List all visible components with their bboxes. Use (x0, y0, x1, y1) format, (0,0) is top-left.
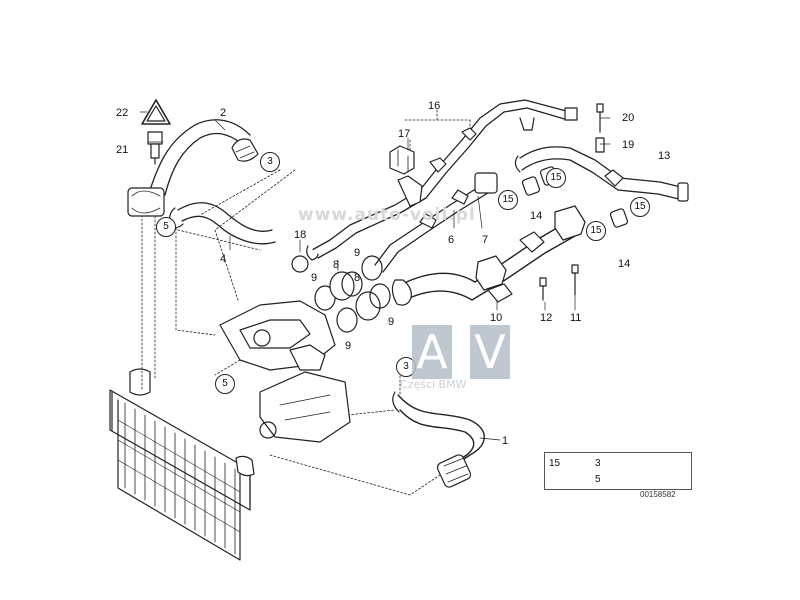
callout-5-upper: 5 (156, 217, 176, 237)
hose-4 (169, 202, 276, 245)
callout-15-b: 15 (546, 168, 566, 188)
part-label-14-a: 14 (530, 210, 543, 222)
part-label-14-b: 14 (618, 258, 631, 270)
part-label-21: 21 (116, 144, 129, 156)
clamp-legend: 15 3 5 (544, 452, 692, 490)
bolt-12 (539, 277, 547, 301)
pipe-6-7 (374, 172, 498, 273)
bolt-11 (571, 264, 579, 296)
seal-8-b (355, 291, 381, 321)
part-label-22: 22 (116, 107, 129, 119)
clip-17 (389, 145, 415, 175)
part-label-9-a: 9 (354, 247, 361, 259)
pipe-10 (391, 205, 586, 306)
part-label-9-b: 9 (311, 272, 318, 284)
seal-9-d (361, 255, 383, 281)
legend-label-3: 3 (595, 458, 601, 469)
sensor-part (141, 99, 171, 165)
part-label-7: 7 (482, 234, 489, 246)
legend-label-5: 5 (595, 474, 601, 485)
part-label-1: 1 (502, 435, 509, 447)
part-label-9-c: 9 (388, 316, 395, 328)
part-label-17: 17 (398, 128, 411, 140)
brand-watermark: Części BMW (400, 378, 467, 391)
seal-8-a-end (341, 271, 363, 297)
part-label-10: 10 (490, 312, 503, 324)
website-watermark: www.auto-voil.pl (298, 205, 476, 225)
seal-9-b (336, 307, 358, 333)
part-label-13: 13 (658, 150, 671, 162)
hose-15-a (521, 176, 541, 196)
diagram-id: 00158582 (640, 490, 676, 499)
seal-18 (291, 255, 309, 273)
water-pump (219, 300, 351, 443)
hose-1 (392, 391, 485, 488)
part-label-2: 2 (220, 107, 227, 119)
radiator-drawing (109, 368, 255, 561)
part-label-18: 18 (294, 229, 307, 241)
seal-9-c (369, 283, 391, 309)
legend-label-15: 15 (549, 458, 561, 469)
part-label-6: 6 (448, 234, 455, 246)
hose-2 (127, 119, 259, 217)
pipe-13 (514, 146, 689, 202)
callout-3-upper: 3 (260, 152, 280, 172)
callout-15-a: 15 (498, 190, 518, 210)
part-label-16: 16 (428, 100, 441, 112)
logo-letter-v: V (470, 325, 510, 379)
part-label-11: 11 (570, 312, 582, 324)
pipe-16 (306, 99, 578, 261)
callout-15-d: 15 (586, 221, 606, 241)
part-label-20: 20 (622, 112, 635, 124)
leader-lines (139, 111, 611, 441)
part-label-8-a: 8 (333, 259, 340, 271)
bolt-20 (595, 103, 605, 153)
part-label-9-d: 9 (345, 340, 352, 352)
logo-letter-a: A (412, 325, 452, 379)
part-label-8-b: 8 (354, 272, 361, 284)
hose-15-c (609, 208, 629, 228)
guide-lines (141, 109, 471, 496)
part-label-12: 12 (540, 312, 553, 324)
part-label-19: 19 (622, 139, 635, 151)
callout-15-c: 15 (630, 197, 650, 217)
callout-5-lower: 5 (215, 374, 235, 394)
part-label-4: 4 (220, 253, 227, 265)
